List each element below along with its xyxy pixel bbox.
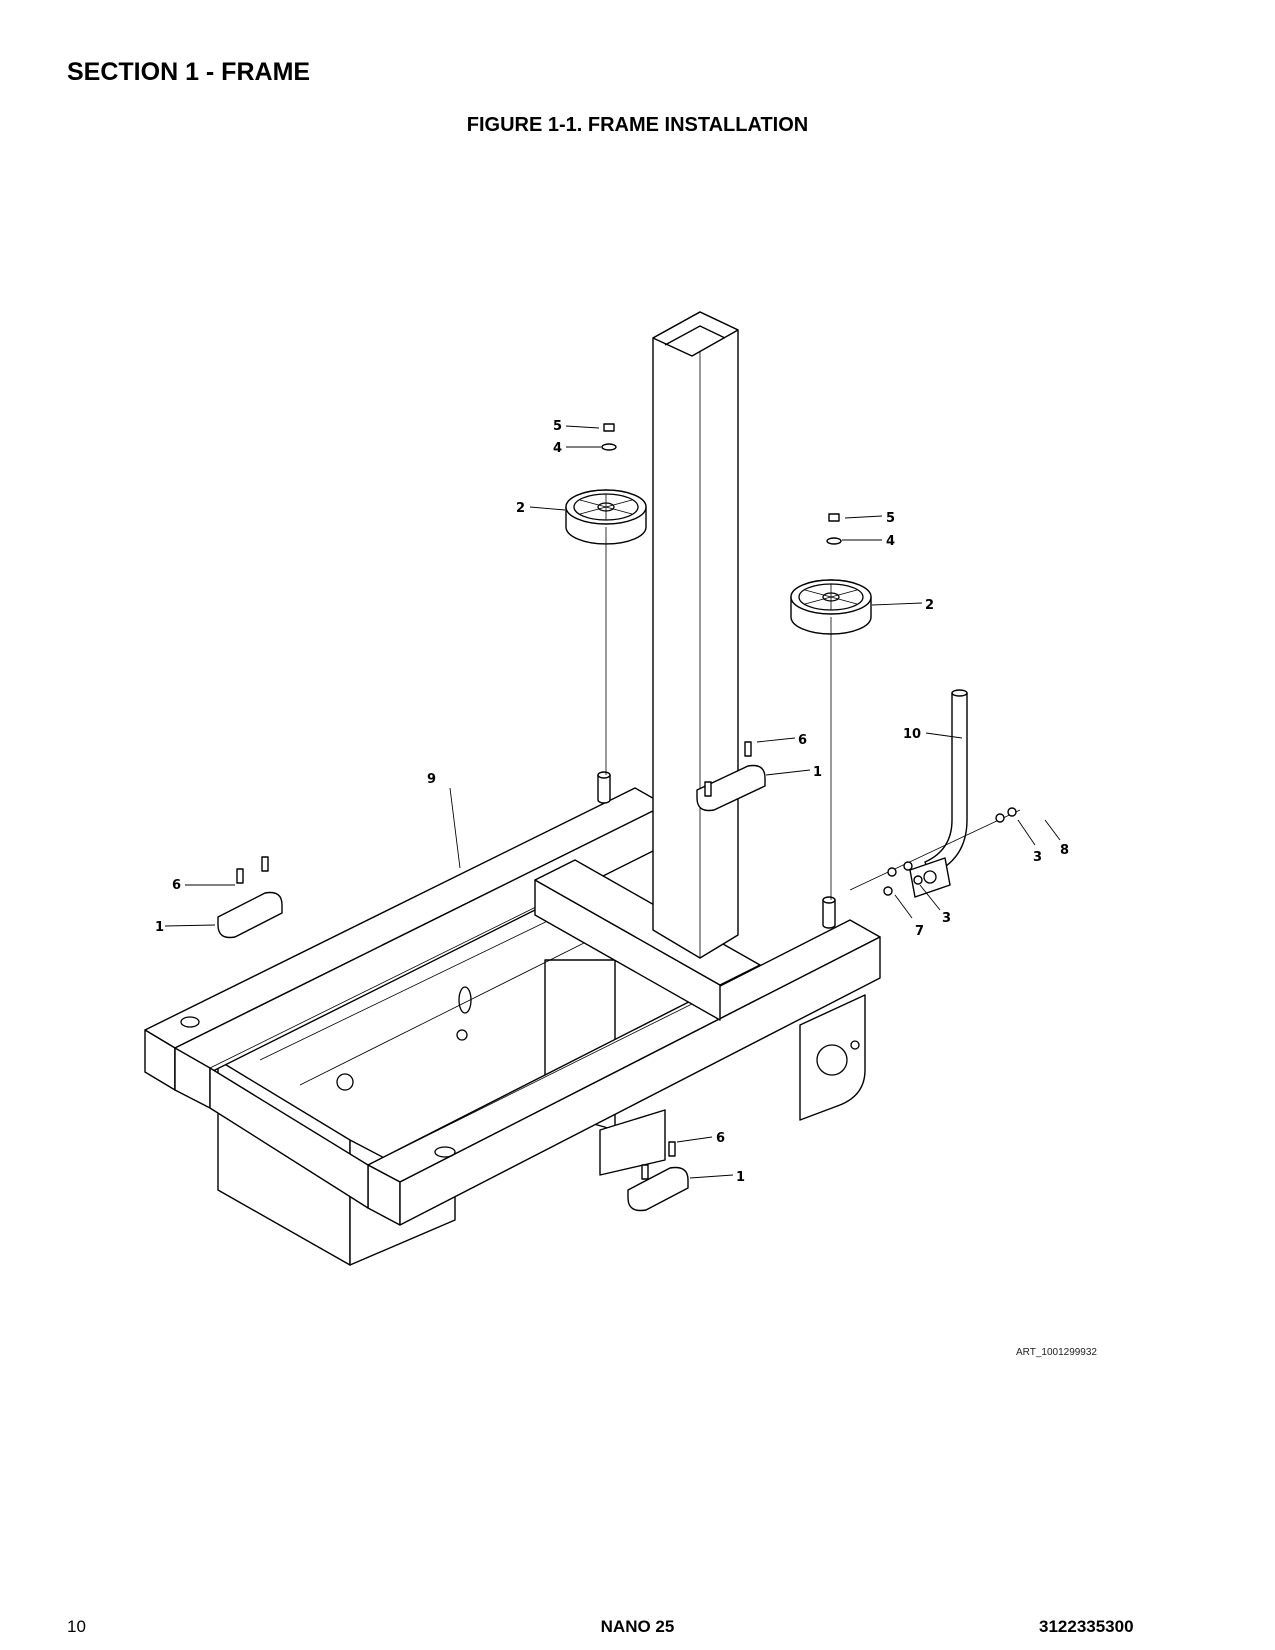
wheel-left	[565, 423, 647, 775]
callout-2-right: 2	[925, 598, 934, 613]
callout-3-upper: 3	[1033, 850, 1042, 865]
callout-1-front: 1	[736, 1170, 745, 1185]
callout-7: 7	[915, 924, 924, 939]
mast	[652, 311, 739, 959]
callout-4-right: 4	[886, 534, 895, 549]
callout-6-left: 6	[172, 878, 181, 893]
wheel-right	[790, 513, 872, 900]
callout-1-left: 1	[155, 920, 164, 935]
callout-5-right: 5	[886, 511, 895, 526]
section-title: SECTION 1 - FRAME	[67, 58, 311, 86]
callout-6-mast: 6	[798, 733, 807, 748]
page-number: 10	[67, 1617, 86, 1636]
callout-9: 9	[427, 772, 436, 787]
callout-6-front: 6	[716, 1131, 725, 1146]
handle	[849, 689, 1021, 898]
callout-3-lower: 3	[942, 911, 951, 926]
document-number: 3122335300	[1039, 1617, 1134, 1636]
leader-lines	[164, 425, 1061, 1179]
wheel-posts	[597, 771, 836, 929]
callout-5-left: 5	[553, 419, 562, 434]
callout-8: 8	[1060, 843, 1069, 858]
bumpers	[217, 764, 766, 1212]
callout-4-left: 4	[553, 441, 562, 456]
model-name: NANO 25	[600, 1617, 675, 1636]
callout-10: 10	[903, 727, 921, 742]
art-id: ART_1001299932	[1016, 1347, 1097, 1358]
callout-2-left: 2	[516, 501, 525, 516]
capscrews	[236, 741, 752, 1180]
callout-1-mast: 1	[813, 765, 822, 780]
figure-title: FIGURE 1-1. FRAME INSTALLATION	[466, 114, 809, 136]
callouts: 5 4 2 5 4 2 6 10 9 1 6 1 3 8 3 7 6 1	[155, 419, 1069, 1185]
